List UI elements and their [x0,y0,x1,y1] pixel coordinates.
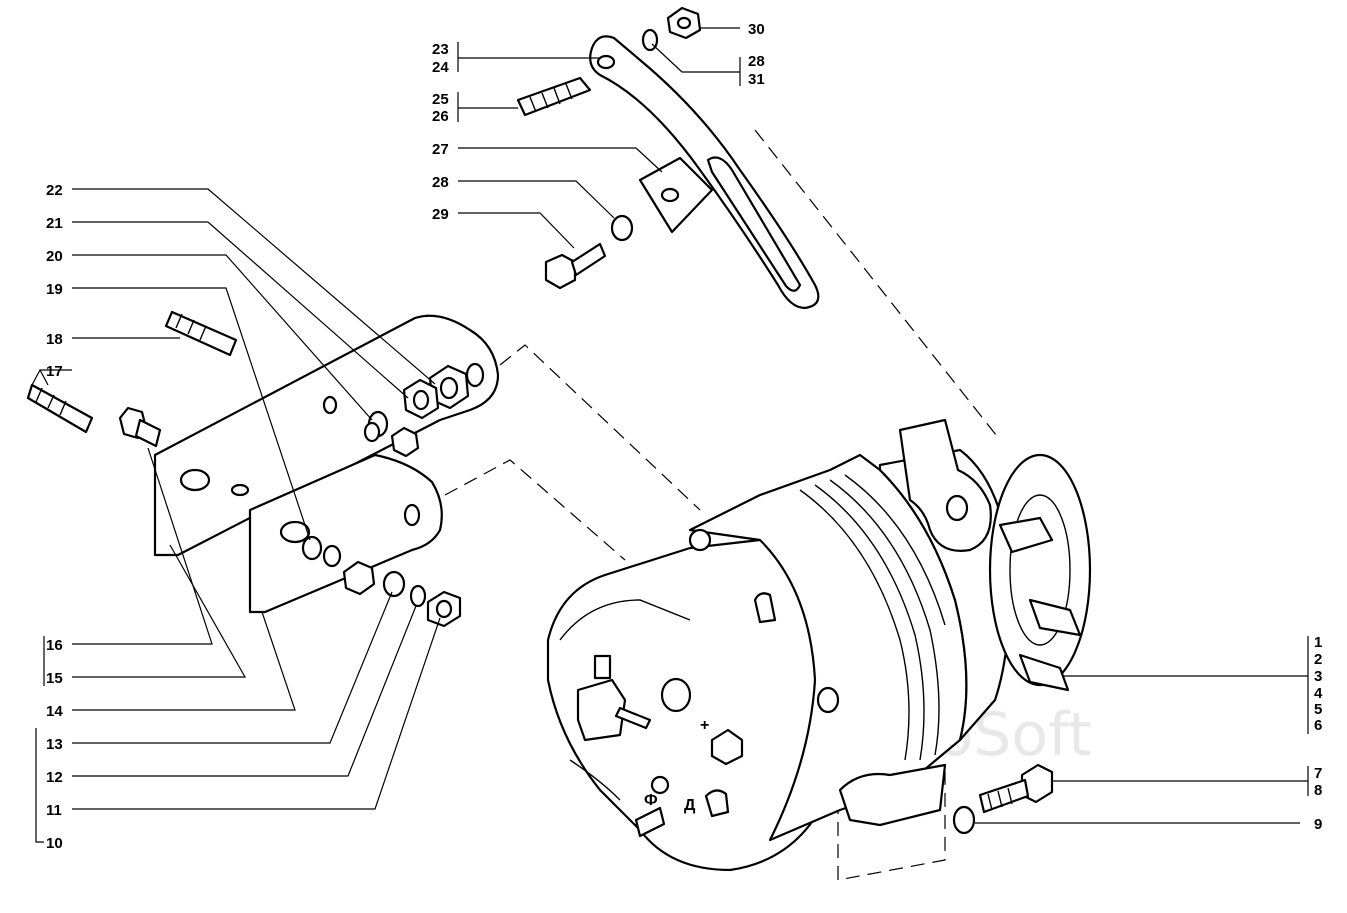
callout-labels: 30 23 24 28 31 25 26 27 28 29 22 21 20 1… [46,21,1323,852]
callout-5: 5 [1314,701,1322,718]
terminal-d [704,789,730,818]
stud-17 [26,383,94,434]
callout-4: 4 [1314,685,1323,702]
callout-28-top: 28 [748,53,765,70]
fan-blade [998,516,1054,554]
callout-23: 23 [432,41,449,58]
terminal-phi [634,806,666,838]
nut-14 [342,560,376,596]
callout-15: 15 [46,670,63,687]
callout-25: 25 [432,91,449,108]
lower-mounting-lug [838,763,947,827]
callout-7: 7 [1314,765,1322,782]
marking-plus: + [700,717,709,734]
callout-1: 1 [1314,634,1322,651]
callout-21: 21 [46,215,63,232]
terminal-b-plus [710,728,744,766]
leader-lines [31,27,1309,843]
terminal-cap [660,677,692,713]
marking-phi: Ф [644,792,658,809]
callout-24: 24 [432,59,449,76]
washer-16 [301,535,323,561]
callout-22: 22 [46,182,63,199]
callout-18: 18 [46,331,63,348]
marking-de: Д [684,797,696,814]
washer-13 [382,570,406,598]
callout-20: 20 [46,248,63,265]
callout-19: 19 [46,281,63,298]
stud-25-26 [516,76,592,117]
stud-18 [164,310,238,357]
callout-14: 14 [46,703,63,720]
fastener-bolt-7-8 [952,763,1054,835]
callout-28: 28 [432,174,449,191]
upper-mounting-lug [898,418,992,552]
callout-29: 29 [432,206,449,223]
pulley [988,453,1092,687]
callout-12: 12 [46,769,63,786]
regulator-box [576,678,627,742]
adjusting-bar-group [516,6,820,310]
callout-6: 6 [1314,717,1322,734]
callout-16: 16 [46,637,63,654]
washer-9 [952,805,976,835]
callout-9: 9 [1314,816,1322,833]
callout-3: 3 [1314,668,1322,685]
callout-31: 31 [748,71,765,88]
callout-8: 8 [1314,782,1322,799]
callout-30: 30 [748,21,765,38]
callout-11: 11 [46,802,62,819]
bolt-29 [544,253,577,290]
callout-10: 10 [46,835,63,852]
washer-28 [610,214,634,242]
assembly-dashed-lines [444,129,1001,881]
washer-12 [409,584,427,608]
callout-13: 13 [46,736,63,753]
callout-27: 27 [432,141,449,158]
alternator-assembly: + Ф Д [546,418,1092,872]
callout-2: 2 [1314,651,1322,668]
callout-17: 17 [46,363,63,380]
callout-26: 26 [432,108,449,125]
bracket-front [248,453,443,614]
mounting-brackets [26,310,500,628]
